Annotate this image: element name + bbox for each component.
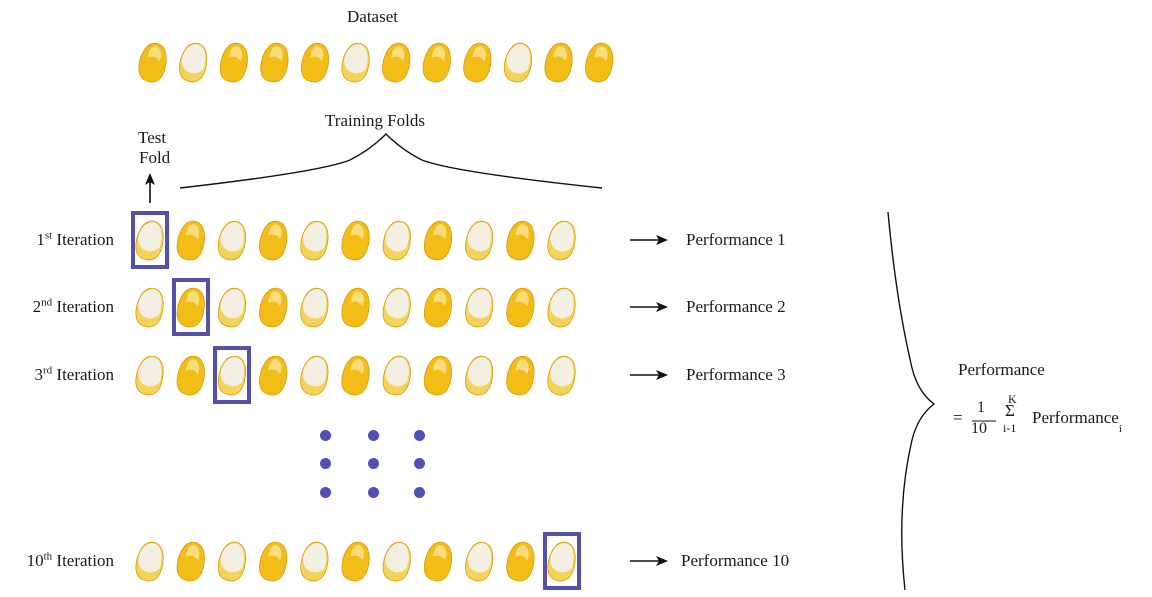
fold-kernel [423,541,452,582]
test-fold-highlight [213,346,252,404]
ellipsis-dot [368,487,379,498]
ellipsis-dot [368,458,379,469]
dataset-kernel [422,42,451,83]
performance-brace [887,211,936,591]
iteration-label-2: 2nd Iteration [32,296,114,316]
ellipsis-dot [368,430,379,441]
fold-kernel [547,355,576,396]
row-arrow-head [656,370,668,380]
fold-kernel [506,287,535,328]
fold-kernel [506,220,535,261]
fold-kernel [341,220,370,261]
fold-kernel [547,220,576,261]
formula-sum-upper: K [1008,392,1017,406]
row-arrow-head [656,302,668,312]
test-fold-label-line1: Test [138,128,167,147]
fold-kernel [506,355,535,396]
row-arrow-head [656,235,668,245]
formula-term: Performancei [1032,408,1122,436]
fold-kernel [382,287,411,328]
fold-kernel [423,287,452,328]
fold-kernel [176,355,205,396]
dataset-kernel [341,42,370,83]
performance-label-3: Performance 3 [686,365,786,384]
overall-performance-label: Performance [958,360,1045,379]
fold-kernel [382,220,411,261]
training-folds-label: Training Folds [325,111,425,130]
dataset-kernel [179,42,208,83]
fold-kernel [300,287,329,328]
dataset-kernel [260,42,289,83]
dataset-kernel [138,42,167,83]
fold-kernel [217,220,246,261]
fold-kernel [300,541,329,582]
fold-kernel [465,220,494,261]
ellipsis-dot [414,458,425,469]
fold-kernel [259,220,288,261]
dataset-kernel [585,42,614,83]
performance-label-2: Performance 2 [686,297,786,316]
formula-denominator: 10 [971,420,987,437]
row-arrow-head [656,556,668,566]
fold-kernel [465,355,494,396]
fold-kernel [259,541,288,582]
dataset-kernel [300,42,329,83]
dataset-kernel [382,42,411,83]
fold-kernel [135,355,164,396]
fold-kernel [217,287,246,328]
test-fold-arrow-head [145,173,155,185]
fold-kernel [465,287,494,328]
fold-kernel [176,287,205,328]
iteration-label-10: 10th Iteration [26,550,114,570]
formula-sum-symbol: Σ [1005,401,1015,420]
fold-kernel [382,541,411,582]
dataset-kernel [544,42,573,83]
performance-label-1: Performance 1 [686,230,786,249]
training-folds-brace [179,133,603,189]
fold-kernel [217,355,246,396]
fold-kernel [217,541,246,582]
fold-kernel [135,541,164,582]
fold-kernel [135,220,164,261]
dataset-title: Dataset [347,7,398,26]
fold-kernel [135,287,164,328]
ellipsis-dot [414,487,425,498]
fold-kernel [176,220,205,261]
formula-numerator: 1 [977,399,985,416]
test-fold-highlight [131,211,169,269]
fold-kernel [300,355,329,396]
fold-kernel [547,541,576,582]
fold-kernel [341,287,370,328]
formula-equals: = [953,408,963,427]
fold-kernel [547,287,576,328]
fold-kernel [506,541,535,582]
fold-kernel [341,355,370,396]
performance-label-10: Performance 10 [681,551,790,570]
fold-kernel [423,355,452,396]
dataset-kernel [219,42,248,83]
dataset-kernel [503,42,532,83]
fold-kernel [259,287,288,328]
fold-kernel [259,355,288,396]
test-fold-highlight [172,278,211,336]
fold-kernel [382,355,411,396]
fold-kernel [423,220,452,261]
test-fold-label-line2: Fold [139,148,171,167]
test-fold-highlight [543,532,581,590]
dataset-kernel [463,42,492,83]
iteration-label-1: 1st Iteration [36,229,114,249]
ellipsis-dot [320,430,331,441]
fold-kernel [465,541,494,582]
ellipsis-dot [320,487,331,498]
ellipsis-dot [414,430,425,441]
fold-kernel [300,220,329,261]
formula-sum-lower: i-1 [1003,421,1017,435]
fold-kernel [176,541,205,582]
fold-kernel [341,541,370,582]
iteration-label-3: 3rd Iteration [34,364,114,384]
ellipsis-dot [320,458,331,469]
